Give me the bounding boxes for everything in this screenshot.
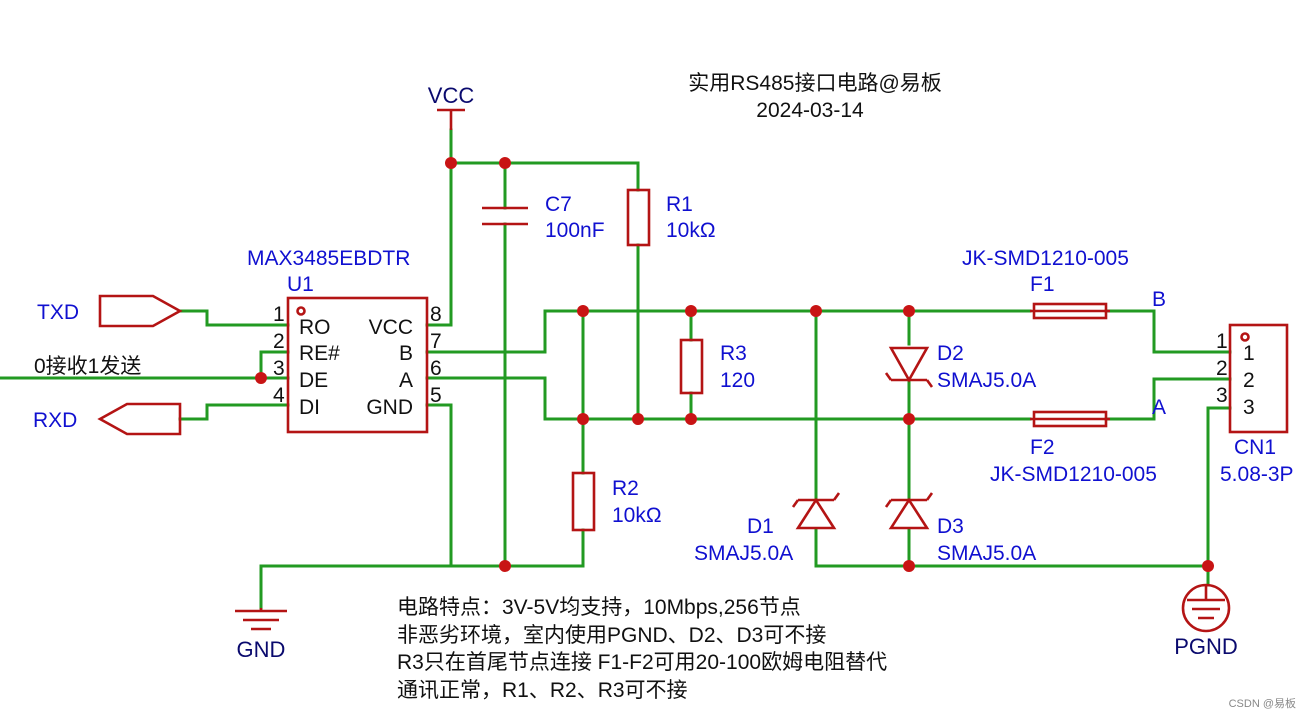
net-label-a: A [1152, 396, 1166, 419]
junction-dots [255, 157, 1214, 572]
r3-value: 120 [720, 369, 755, 392]
cn1-pin-name: 3 [1243, 396, 1255, 419]
u1-pin-number: 4 [273, 384, 285, 407]
f2-value: JK-SMD1210-005 [990, 463, 1157, 486]
c7-capacitor: C7 100nF [482, 193, 605, 242]
c7-ref: C7 [545, 193, 572, 216]
u1-part-label: MAX3485EBDTR [247, 247, 410, 270]
u1-pin-number: 3 [273, 357, 285, 380]
u1-pin-name: B [399, 342, 413, 365]
title-text: 实用RS485接口电路@易板 [688, 72, 942, 95]
r1-ref: R1 [666, 193, 693, 216]
d1-ref: D1 [747, 515, 774, 538]
rxd-label: RXD [33, 409, 77, 432]
cn1-pin-name: 2 [1243, 369, 1255, 392]
u1-pin-number: 7 [430, 330, 442, 353]
r2-ref: R2 [612, 477, 639, 500]
txd-label: TXD [37, 301, 79, 324]
u1-pin-number: 6 [430, 357, 442, 380]
u1-pin-name: A [399, 369, 413, 392]
f1-fuse: JK-SMD1210-005 F1 [962, 247, 1129, 320]
pgnd-symbol: PGND [1174, 583, 1238, 659]
date-text: 2024-03-14 [756, 99, 864, 122]
f2-ref: F2 [1030, 436, 1055, 459]
u1-pin-name: DE [299, 369, 328, 392]
u1-pin-number: 5 [430, 384, 442, 407]
vcc-label: VCC [428, 83, 475, 108]
u1-pin-number: 2 [273, 330, 285, 353]
u1-pin-name: RO [299, 316, 331, 339]
f1-ref: F1 [1030, 273, 1055, 296]
d3-ref: D3 [937, 515, 964, 538]
d2-value: SMAJ5.0A [937, 369, 1036, 392]
notes-block: 电路特点：3V-5V均支持，10Mbps,256节点 非恶劣环境，室内使用PGN… [397, 596, 887, 702]
u1-ref-label: U1 [287, 273, 314, 296]
f2-fuse: F2 JK-SMD1210-005 [990, 410, 1157, 486]
txd-net-flag: TXD [37, 294, 183, 328]
d2-tvs-diode: D2 SMAJ5.0A [884, 342, 1036, 392]
d1-tvs-diode: D1 SMAJ5.0A [694, 492, 841, 565]
cn1-pin-name: 1 [1243, 342, 1255, 365]
r1-resistor: R1 10kΩ [626, 188, 716, 247]
cn1-value: 5.08-3P [1220, 463, 1294, 486]
cn1-ref: CN1 [1234, 436, 1276, 459]
u1-pin-number: 8 [430, 303, 442, 326]
net-label-b: B [1152, 288, 1166, 311]
vcc-symbol: VCC [428, 83, 475, 130]
u1-chip: MAX3485EBDTR U1 RO RE# DE DI VCC B A GND… [247, 247, 442, 434]
pgnd-label: PGND [1174, 634, 1238, 659]
d2-ref: D2 [937, 342, 964, 365]
c7-value: 100nF [545, 219, 605, 242]
gnd-label: GND [237, 637, 286, 662]
d3-value: SMAJ5.0A [937, 542, 1036, 565]
note-line: 非恶劣环境，室内使用PGND、D2、D3可不接 [397, 624, 826, 647]
gnd-symbol: GND [235, 608, 287, 662]
note-line: 通讯正常，R1、R2、R3可不接 [397, 679, 688, 702]
r2-resistor: R2 10kΩ [571, 471, 662, 532]
rxd-net-flag: RXD [33, 402, 182, 436]
r2-value: 10kΩ [612, 504, 662, 527]
u1-pin-name: GND [366, 396, 413, 419]
wires [0, 128, 1232, 610]
u1-pin-number: 1 [273, 303, 285, 326]
r1-value: 10kΩ [666, 219, 716, 242]
d3-tvs-diode: D3 SMAJ5.0A [884, 492, 1036, 565]
d1-value: SMAJ5.0A [694, 542, 793, 565]
cn1-pin-number: 1 [1216, 330, 1228, 353]
u1-pin-name: DI [299, 396, 320, 419]
direction-label: 0接收1发送 [34, 355, 141, 378]
r3-ref: R3 [720, 342, 747, 365]
f1-value: JK-SMD1210-005 [962, 247, 1129, 270]
r3-resistor: R3 120 [679, 338, 755, 395]
u1-pin-name: RE# [299, 342, 340, 365]
watermark: CSDN @易板 [1229, 696, 1296, 710]
u1-pin-name: VCC [369, 316, 413, 339]
cn1-connector: 1 2 3 1 2 3 CN1 5.08-3P [1216, 323, 1294, 486]
cn1-pin-number: 3 [1216, 384, 1228, 407]
note-line: R3只在首尾节点连接 F1-F2可用20-100欧姆电阻替代 [397, 651, 887, 674]
cn1-pin-number: 2 [1216, 357, 1228, 380]
note-line: 电路特点：3V-5V均支持，10Mbps,256节点 [397, 596, 801, 619]
